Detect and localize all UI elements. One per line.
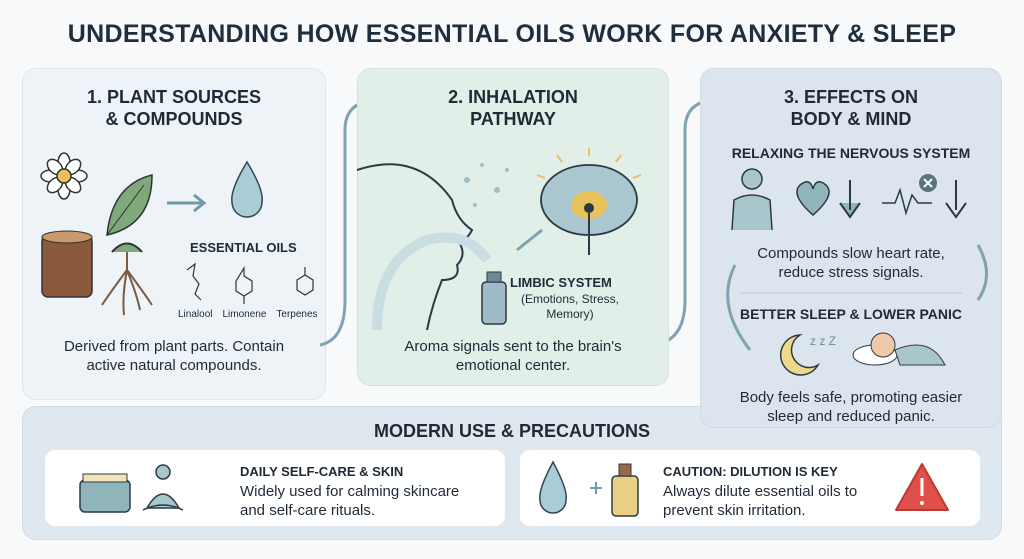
arrow-down-icon — [945, 180, 967, 219]
text-line: Derived from plant parts. Contain — [63, 338, 285, 355]
flower-icon — [40, 152, 88, 200]
card-self-care: DAILY SELF-CARE & SKIN Widely used for c… — [45, 450, 505, 526]
meditation-icon — [142, 464, 184, 511]
oil-drop-icon — [539, 460, 567, 514]
arrow-icon — [976, 244, 988, 301]
airway-icon — [372, 232, 492, 331]
heart-icon — [796, 181, 830, 216]
molecule-icons — [186, 262, 314, 304]
text-line: Compounds slow heart rate, — [757, 245, 945, 262]
relaxing-text: Compounds slow heart rate, reduce stress … — [700, 244, 1002, 282]
arrow-icon — [516, 228, 543, 252]
compound-linalool: Linalool — [178, 309, 213, 320]
text-line: reduce stress signals. — [778, 264, 924, 281]
zzz-icon: z z Z — [810, 334, 836, 348]
card-title: CAUTION: DILUTION IS KEY — [663, 464, 838, 479]
card-caution: CAUTION: DILUTION IS KEY Always dilute e… — [520, 450, 980, 526]
wood-log-icon — [41, 230, 93, 298]
leaf-icon — [106, 174, 153, 236]
heading-line: BODY & MIND — [790, 109, 912, 129]
heartbeat-icon — [882, 187, 932, 216]
compound-terpenes: Terpenes — [276, 309, 318, 320]
plus-icon — [590, 482, 602, 494]
panel-effects — [700, 68, 1002, 428]
cream-jar-icon — [79, 473, 131, 513]
page-title: UNDERSTANDING HOW ESSENTIAL OILS WORK FO… — [67, 20, 957, 48]
card-text: Always dilute essential oils to prevent s… — [663, 482, 857, 520]
limbic-system-label: LIMBIC SYSTEM — [510, 275, 612, 290]
brain-icon — [536, 148, 642, 255]
arrow-icon — [167, 193, 207, 213]
sleep-heading: BETTER SLEEP & LOWER PANIC — [740, 306, 962, 322]
panel-2-text: Aroma signals sent to the brain's emotion… — [357, 337, 669, 375]
text-line: (Emotions, Stress, — [520, 292, 620, 306]
compound-list: Linalool Limonene Terpenes — [178, 309, 318, 320]
warning-icon — [895, 463, 949, 511]
panel-1-text: Derived from plant parts. Contain active … — [22, 337, 326, 375]
text-line: active natural compounds. — [86, 357, 262, 374]
essential-oils-label: ESSENTIAL OILS — [190, 240, 297, 255]
panel-1-heading: 1. PLANT SOURCES& COMPOUNDS — [22, 86, 326, 130]
relaxing-heading: RELAXING THE NERVOUS SYSTEM — [731, 145, 971, 161]
arrow-icon — [654, 98, 719, 347]
bottom-heading: MODERN USE & PRECAUTIONS — [373, 421, 651, 441]
heading-line: 3. EFFECTS ON — [783, 87, 918, 107]
sleep-text: Body feels safe, promoting easier sleep a… — [700, 388, 1002, 426]
text-line: Body feels safe, promoting easier — [739, 389, 963, 406]
text-line: emotional center. — [455, 357, 571, 374]
heading-line: PATHWAY — [470, 109, 556, 129]
oil-drop-icon — [231, 160, 263, 218]
heading-line: & COMPOUNDS — [105, 109, 243, 129]
text-line: Always dilute essential oils to — [663, 483, 858, 500]
sleeping-person-icon — [852, 332, 946, 366]
oil-bottle-icon — [481, 271, 507, 325]
moon-icon — [780, 334, 821, 376]
carrier-oil-bottle-icon — [611, 463, 639, 517]
arrow-icon — [726, 264, 752, 351]
card-text: Widely used for calming skincare and self… — [240, 482, 459, 520]
text-line: sleep and reduced panic. — [767, 408, 935, 425]
text-line: Widely used for calming skincare — [240, 483, 460, 500]
heading-line: 2. INHALATION — [448, 87, 578, 107]
text-line: and self-care rituals. — [240, 502, 376, 519]
limbic-system-detail: (Emotions, Stress,Memory) — [510, 292, 630, 322]
aroma-particles-icon — [464, 163, 509, 207]
plant-illustrations — [40, 152, 314, 316]
text-line: prevent skin irritation. — [663, 502, 806, 519]
heading-line: 1. PLANT SOURCES — [86, 87, 262, 107]
card-title: DAILY SELF-CARE & SKIN — [240, 464, 404, 479]
inhalation-illustration — [356, 148, 642, 331]
person-icon — [731, 168, 773, 231]
stop-icon — [919, 174, 937, 192]
arrow-down-icon — [839, 180, 861, 219]
text-line: Memory) — [546, 307, 594, 321]
compound-limonene: Limonene — [222, 309, 267, 320]
text-line: Aroma signals sent to the brain's — [404, 338, 622, 355]
root-icon — [101, 242, 153, 316]
effects-illustration: z z Z — [726, 168, 988, 376]
